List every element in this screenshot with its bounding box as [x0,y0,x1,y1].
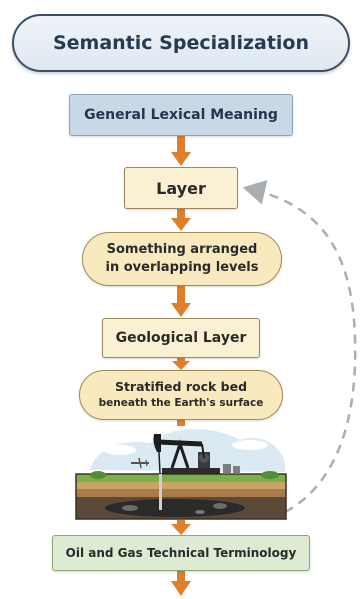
flow-arrow-4 [172,358,190,370]
flow-arrow-5 [177,420,185,426]
airplane-icon [131,457,149,469]
oil-field-illustration [75,429,287,520]
node-oil-gas-terminology: Oil and Gas Technical Terminology [52,535,310,571]
node-overlapping-levels: Something arranged in overlapping levels [82,232,282,286]
node-geological-layer: Geological Layer [102,318,260,358]
node-stratified-rock-bed-line1: Stratified rock bed [114,379,248,394]
flow-arrow-2 [171,209,191,231]
flow-arrow-7 [171,571,191,596]
node-overlapping-levels-line2: in overlapping levels [105,260,259,275]
flow-arrow-3 [171,286,191,317]
flow-arrow-1 [171,136,191,166]
node-stratified-rock-bed: Stratified rock bed beneath the Earth's … [79,370,283,420]
node-layer: Layer [124,167,238,209]
node-general-lexical-meaning: General Lexical Meaning [69,94,293,136]
flow-arrow-6 [171,520,191,535]
oil-pumpjack-icon [153,434,220,475]
node-stratified-rock-bed-line2: beneath the Earth's surface [98,397,264,409]
feedback-loop-arrow [242,180,357,514]
node-overlapping-levels-line1: Something arranged [106,242,258,257]
diagram-title: Semantic Specialization [12,14,350,72]
